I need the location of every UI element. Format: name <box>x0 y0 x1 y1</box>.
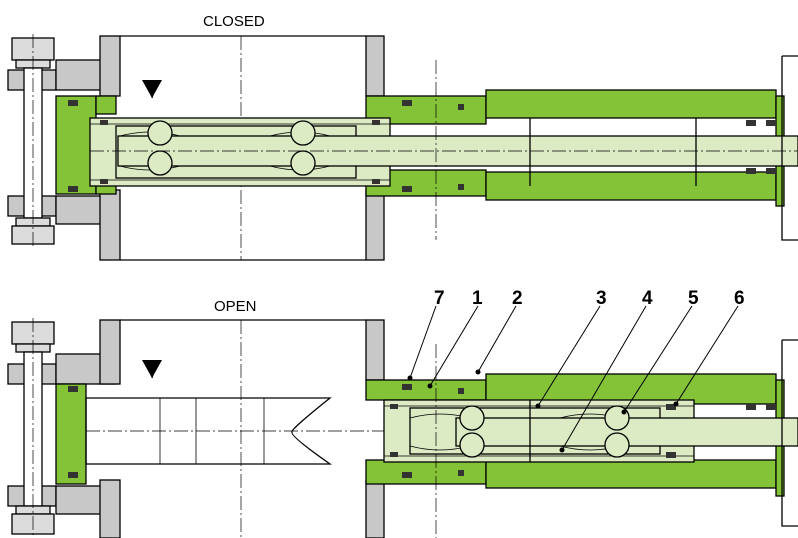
callout-6: 6 <box>734 288 745 309</box>
callout-1: 1 <box>472 288 483 309</box>
callout-5: 5 <box>688 288 699 309</box>
bolt-open <box>11 318 55 538</box>
callout-leaders <box>409 305 739 451</box>
callout-2: 2 <box>512 288 523 309</box>
triangle-down-icon <box>142 360 162 378</box>
seals-open <box>68 384 776 478</box>
balls-closed <box>147 120 316 176</box>
green-housing-closed <box>55 89 785 207</box>
closed-view: CLOSED <box>7 13 798 261</box>
cage-and-stem-open <box>383 399 798 463</box>
left-flange <box>7 35 121 261</box>
green-housing-open <box>55 373 785 497</box>
callout-dots <box>407 369 679 453</box>
bracket-closed <box>781 55 798 241</box>
open-view-label: OPEN <box>214 298 257 315</box>
open-view: OPEN <box>7 288 798 538</box>
bracket-open <box>781 339 798 527</box>
callout-4: 4 <box>642 288 653 309</box>
triangle-down-icon <box>142 80 162 98</box>
closed-view-label: CLOSED <box>203 13 265 30</box>
bolt-closed <box>11 34 55 248</box>
cage-and-stem-closed <box>89 117 798 187</box>
balls-open <box>459 405 630 458</box>
left-flange-open <box>7 319 121 538</box>
callout-3: 3 <box>596 288 607 309</box>
callout-7: 7 <box>434 288 445 309</box>
seals-closed <box>68 100 776 192</box>
